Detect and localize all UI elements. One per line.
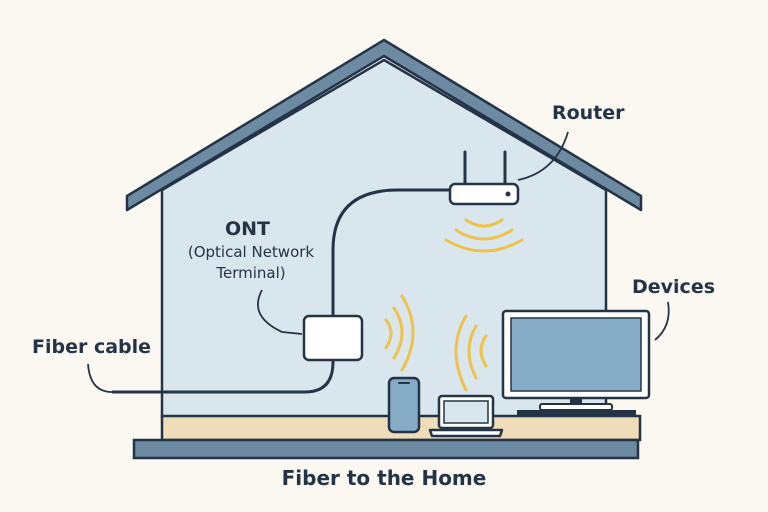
fiber-leader-line: [87, 363, 113, 393]
devices-leader-line: [654, 301, 670, 341]
ont-label: ONT: [225, 218, 271, 240]
tv-monitor-icon: [501, 309, 651, 416]
diagram-caption: Fiber to the Home: [281, 466, 487, 490]
ont-subtitle-label: (Optical Network Terminal): [187, 243, 315, 282]
laptop-icon: [428, 394, 504, 438]
router-leader-line: [517, 131, 569, 181]
router-wifi-icon: [444, 218, 524, 253]
smartphone-icon: [387, 376, 421, 434]
devices-label: Devices: [632, 276, 716, 298]
laptop-wifi-icon: [454, 314, 488, 392]
router-icon: [448, 150, 520, 206]
router-label: Router: [552, 102, 625, 124]
house-wall: [160, 58, 608, 420]
ont-box-icon: [302, 314, 364, 362]
ont-leader-line: [257, 289, 303, 335]
fiber-cable-line: [112, 188, 452, 394]
fiber-cable-label: Fiber cable: [32, 336, 152, 358]
house-roof: [125, 38, 643, 212]
foundation-base: [132, 438, 640, 460]
phone-wifi-icon: [384, 294, 415, 372]
